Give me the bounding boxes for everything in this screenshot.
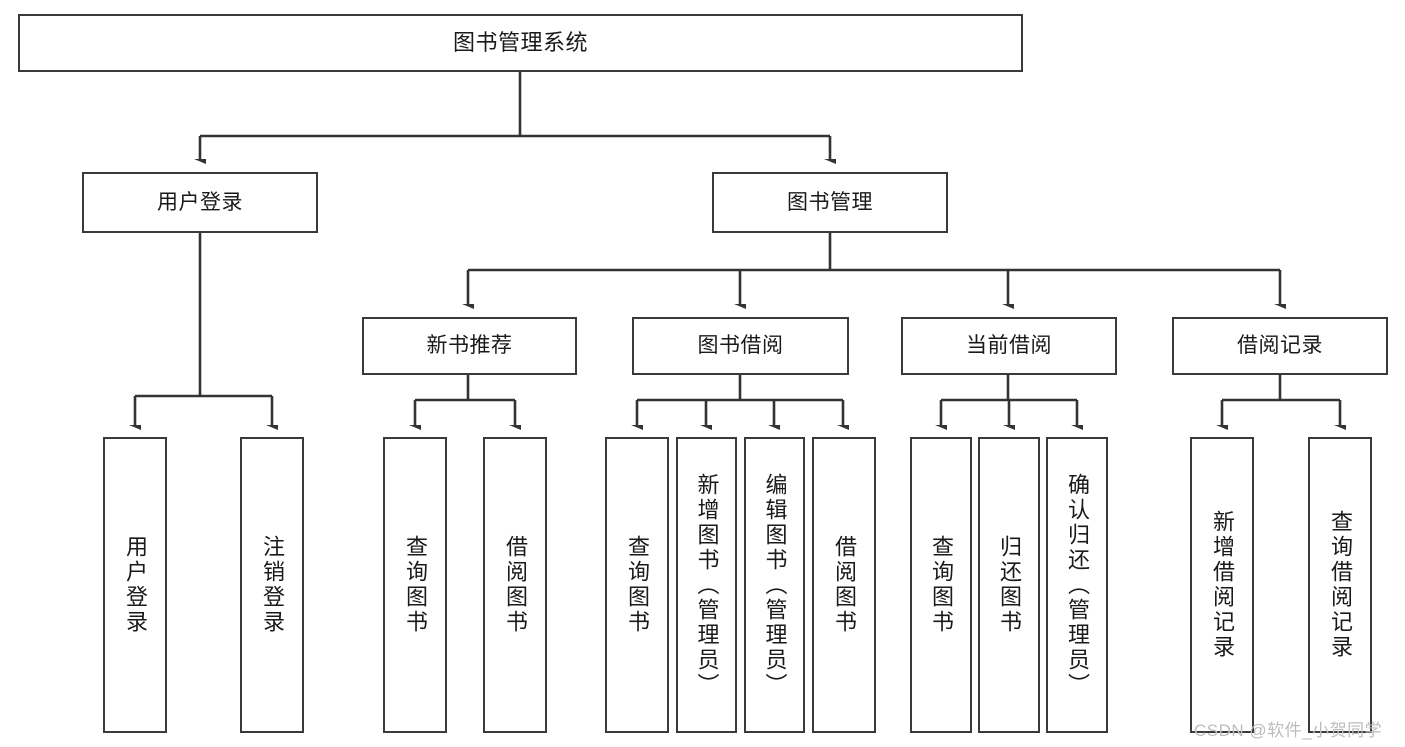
leaf-borrow-add-book-admin[interactable]: 新增图书（管理员）	[676, 437, 737, 733]
node-label: 编辑图书（管理员）	[762, 472, 788, 698]
node-label: 图书借阅	[697, 334, 784, 358]
node-new-book-recommend[interactable]: 新书推荐	[362, 317, 577, 375]
node-user-login[interactable]: 用户登录	[82, 172, 318, 233]
watermark: CSDN @软件_小贺同学	[1194, 721, 1383, 740]
leaf-current-query-book[interactable]: 查询图书	[910, 437, 972, 733]
leaf-records-query-record[interactable]: 查询借阅记录	[1308, 437, 1372, 733]
node-label: 查询借阅记录	[1328, 510, 1353, 660]
node-label: 新增借阅记录	[1210, 510, 1235, 660]
node-book-borrow[interactable]: 图书借阅	[632, 317, 849, 375]
leaf-borrow-borrow-book[interactable]: 借阅图书	[812, 437, 876, 733]
node-label: 图书管理	[787, 190, 873, 214]
leaf-borrow-query-book[interactable]: 查询图书	[605, 437, 669, 733]
node-book-management[interactable]: 图书管理	[712, 172, 948, 233]
node-root-book-management-system[interactable]: 图书管理系统	[18, 14, 1023, 72]
node-label: 借阅记录	[1237, 334, 1323, 358]
node-label: 查询图书	[625, 535, 650, 635]
node-label: 注销登录	[260, 535, 285, 635]
leaf-current-confirm-return-admin[interactable]: 确认归还（管理员）	[1046, 437, 1108, 733]
node-label: 用户登录	[123, 535, 148, 635]
node-label: 用户登录	[157, 190, 243, 214]
node-label: 新增图书（管理员）	[694, 472, 720, 698]
leaf-user-login[interactable]: 用户登录	[103, 437, 167, 733]
leaf-newbooks-borrow-book[interactable]: 借阅图书	[483, 437, 547, 733]
leaf-current-return-book[interactable]: 归还图书	[978, 437, 1040, 733]
node-label: 新书推荐	[426, 334, 513, 358]
node-label: 当前借阅	[966, 334, 1052, 358]
leaf-logout[interactable]: 注销登录	[240, 437, 304, 733]
node-label: 查询图书	[929, 535, 954, 635]
node-current-borrow[interactable]: 当前借阅	[901, 317, 1117, 375]
leaf-newbooks-query-book[interactable]: 查询图书	[383, 437, 447, 733]
node-label: 借阅图书	[503, 535, 528, 635]
node-borrow-records[interactable]: 借阅记录	[1172, 317, 1388, 375]
leaf-borrow-edit-book-admin[interactable]: 编辑图书（管理员）	[744, 437, 805, 733]
node-label: 图书管理系统	[452, 29, 588, 55]
node-label: 确认归还（管理员）	[1065, 472, 1090, 698]
leaf-records-add-record[interactable]: 新增借阅记录	[1190, 437, 1254, 733]
node-label: 归还图书	[997, 535, 1022, 635]
node-label: 查询图书	[403, 535, 428, 635]
node-label: 借阅图书	[832, 535, 857, 635]
